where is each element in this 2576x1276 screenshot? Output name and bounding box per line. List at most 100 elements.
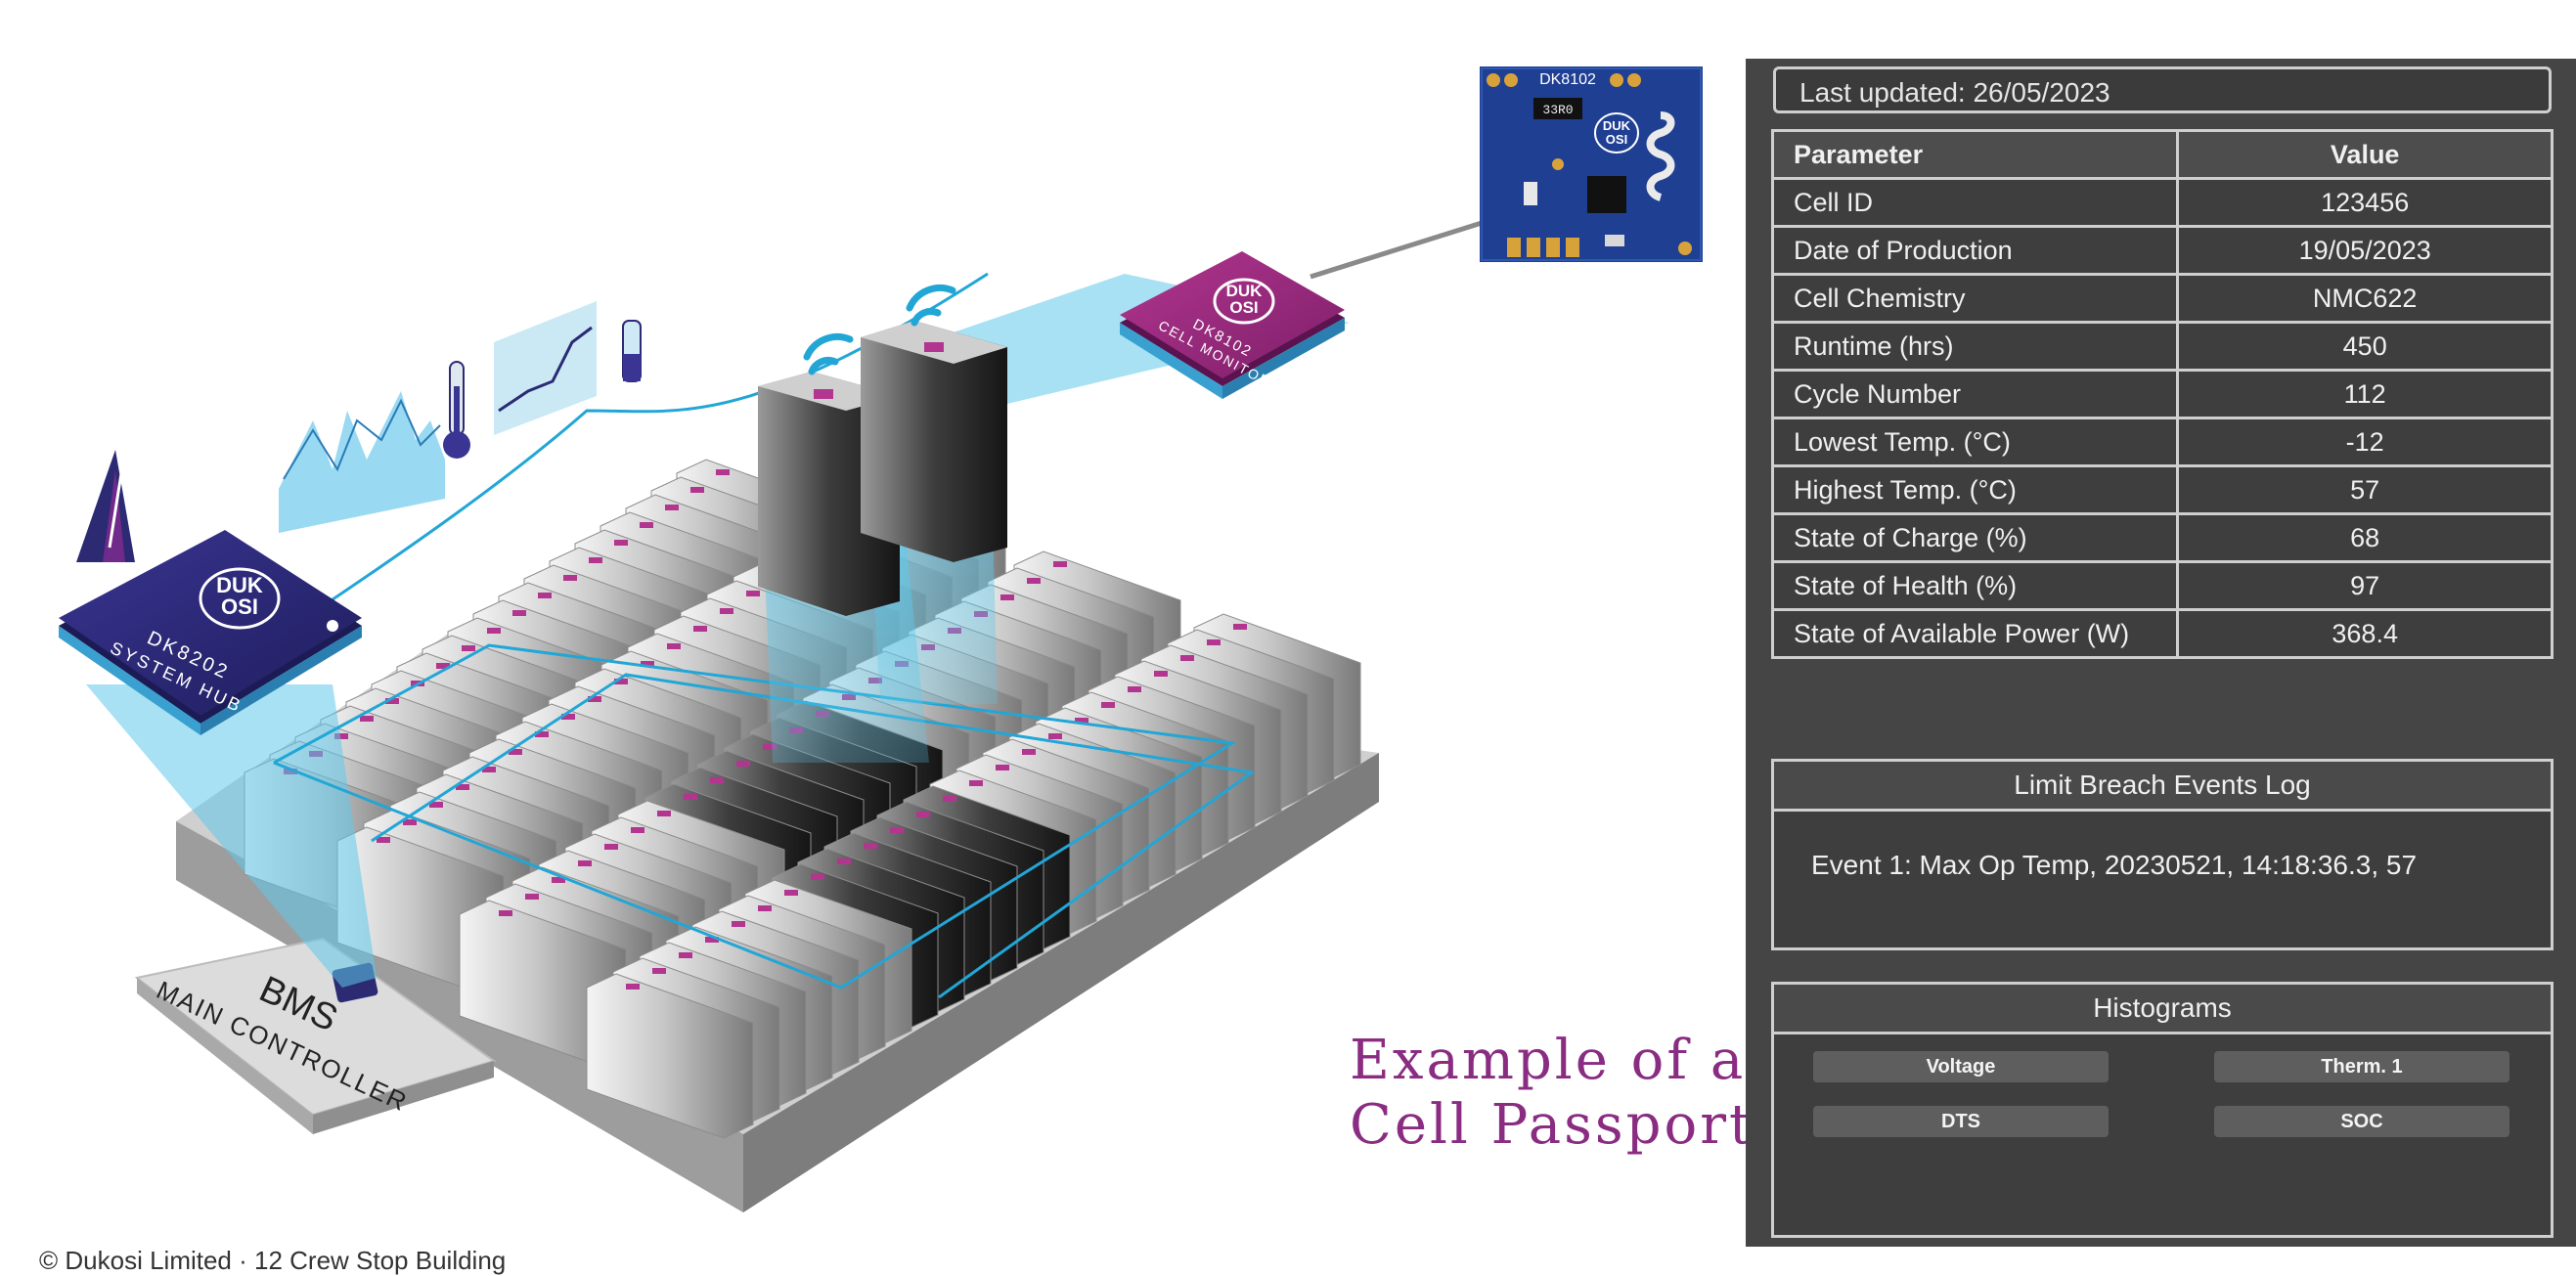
parameter-name: Cell Chemistry: [1770, 273, 2180, 324]
cell-monitor-tab: [710, 777, 724, 783]
cell-monitor-tab: [1075, 718, 1088, 724]
parameter-name: Date of Production: [1770, 225, 2180, 276]
cell-monitor-tab: [604, 844, 618, 850]
parameter-name: Cycle Number: [1770, 369, 2180, 419]
cell-monitor-tab: [665, 505, 679, 510]
events-log-title: Limit Breach Events Log: [1774, 762, 2551, 812]
cell-monitor-tab: [1128, 686, 1141, 692]
passport-caption: Example of a Cell Passport: [1350, 1029, 1754, 1158]
cell-monitor-tab: [334, 733, 348, 739]
cell-monitor-tab: [1154, 671, 1168, 677]
cell-monitor-tab: [890, 827, 904, 833]
table-row: Lowest Temp. (°C)-12: [1770, 417, 2554, 467]
histogram-therm1-button[interactable]: Therm. 1: [2214, 1051, 2509, 1082]
header-parameter: Parameter: [1770, 129, 2180, 180]
cell-monitor-tab: [705, 937, 719, 943]
cell-monitor-tab: [499, 910, 512, 916]
parameter-value: 97: [2176, 560, 2554, 611]
parameter-value: 112: [2176, 369, 2554, 419]
bms-main-controller: BMS MAIN CONTROLLER: [134, 937, 497, 1134]
table-row: Runtime (hrs)450: [1770, 321, 2554, 372]
parameter-value: 19/05/2023: [2176, 225, 2554, 276]
hub-logo-line1: DUK: [216, 573, 263, 597]
cell-monitor-tab: [385, 698, 399, 704]
pcb-logo-line1: DUK: [1603, 118, 1631, 133]
parameter-value: 450: [2176, 321, 2554, 372]
cell-monitor-tab: [563, 575, 577, 581]
caption-line1: Example of a: [1350, 1029, 1747, 1092]
cell-monitor-tab: [811, 874, 824, 880]
cell-monitor-tab: [864, 843, 877, 849]
line-graph-icon: [494, 301, 597, 435]
cell-monitor-tab: [1207, 639, 1221, 645]
cell-monitor-tab: [1048, 733, 1062, 739]
cell-monitor-tab: [436, 663, 450, 669]
cell-monitor-tab: [1053, 561, 1067, 567]
cell-monitor-tab: [578, 860, 592, 866]
histograms-section: Histograms Voltage Therm. 1 DTS SOC: [1771, 982, 2554, 1238]
last-updated-text: Last updated: 26/05/2023: [1799, 77, 2110, 108]
cell-monitor-tab: [552, 877, 565, 883]
caption-line2: Cell Passport: [1350, 1093, 1754, 1157]
cell-monitor-tab: [535, 731, 549, 737]
parameter-name: Cell ID: [1770, 177, 2180, 228]
cell-monitor-tab: [969, 780, 983, 786]
wifi-icon: [803, 285, 956, 375]
table-header-row: Parameter Value: [1770, 129, 2554, 180]
cell-monitor-tab: [462, 645, 475, 651]
cell-passport-panel: Last updated: 26/05/2023 Parameter Value…: [1746, 59, 2576, 1247]
cell-monitor-tab: [690, 487, 704, 493]
table-row: Highest Temp. (°C)57: [1770, 464, 2554, 515]
limit-breach-events-log: Limit Breach Events Log Event 1: Max Op …: [1771, 759, 2554, 950]
parameter-name: State of Available Power (W): [1770, 608, 2180, 659]
parameter-value: 368.4: [2176, 608, 2554, 659]
cell-monitor-tab: [403, 819, 417, 825]
header-value: Value: [2176, 129, 2554, 180]
cell-monitor-tab: [525, 894, 539, 900]
histogram-voltage-button[interactable]: Voltage: [1813, 1051, 2109, 1082]
cell-monitor-tab: [657, 811, 671, 816]
event-entry: Event 1: Max Op Temp, 20230521, 14:18:36…: [1811, 850, 2418, 880]
cell-monitor-tab: [652, 968, 666, 974]
cell-monitor-tab: [732, 921, 745, 927]
cell-monitor-tab: [1233, 624, 1247, 630]
cell-monitor-tab: [641, 661, 654, 667]
thermometer-icon: [443, 361, 470, 459]
cell-monitor-tab: [667, 643, 681, 649]
histogram-dts-button[interactable]: DTS: [1813, 1106, 2109, 1137]
cell-monitor-tab: [626, 984, 640, 990]
parameter-name: State of Charge (%): [1770, 512, 2180, 563]
cell-monitor-chip: DUK OSI DK8102 CELL MONITOR: [1120, 251, 1345, 399]
parameter-value: 57: [2176, 464, 2554, 515]
cell-monitor-tab: [456, 784, 469, 790]
cell-monitor-tab: [1101, 702, 1115, 708]
last-updated-bar: Last updated: 26/05/2023: [1773, 66, 2552, 113]
pcb-connector-line: [1310, 220, 1483, 280]
cell-monitor-tab: [487, 628, 501, 634]
parameter-value: 68: [2176, 512, 2554, 563]
battery-pack-illustration: BMS MAIN CONTROLLER DUK OSI DK8202 SYSTE…: [59, 220, 1483, 1212]
cell-monitor-tab: [720, 608, 733, 614]
cell-monitor-tab: [640, 522, 653, 528]
cell-monitor-tab: [716, 469, 730, 475]
cell-monitor-tab: [589, 557, 602, 563]
histograms-title: Histograms: [1774, 985, 2551, 1034]
cell-monitor-tab: [684, 794, 697, 800]
cell-monitor-tab: [943, 796, 956, 802]
cell-monitor-tab: [588, 696, 601, 702]
cell-monitor-tab: [561, 714, 575, 720]
cell-monitor-tab: [377, 837, 390, 843]
cell-monitor-tab: [763, 744, 777, 750]
dk8102-pcb-board: DK8102 33R0 DUK OSI: [1480, 66, 1703, 262]
cell-monitor-tab: [758, 905, 772, 911]
cell-monitor-tab: [614, 540, 628, 546]
cell-monitor-tab: [429, 802, 443, 808]
parameter-name: State of Health (%): [1770, 560, 2180, 611]
cell-monitor-tab: [1180, 655, 1194, 661]
histogram-soc-button[interactable]: SOC: [2214, 1106, 2509, 1137]
parameter-name: Highest Temp. (°C): [1770, 464, 2180, 515]
